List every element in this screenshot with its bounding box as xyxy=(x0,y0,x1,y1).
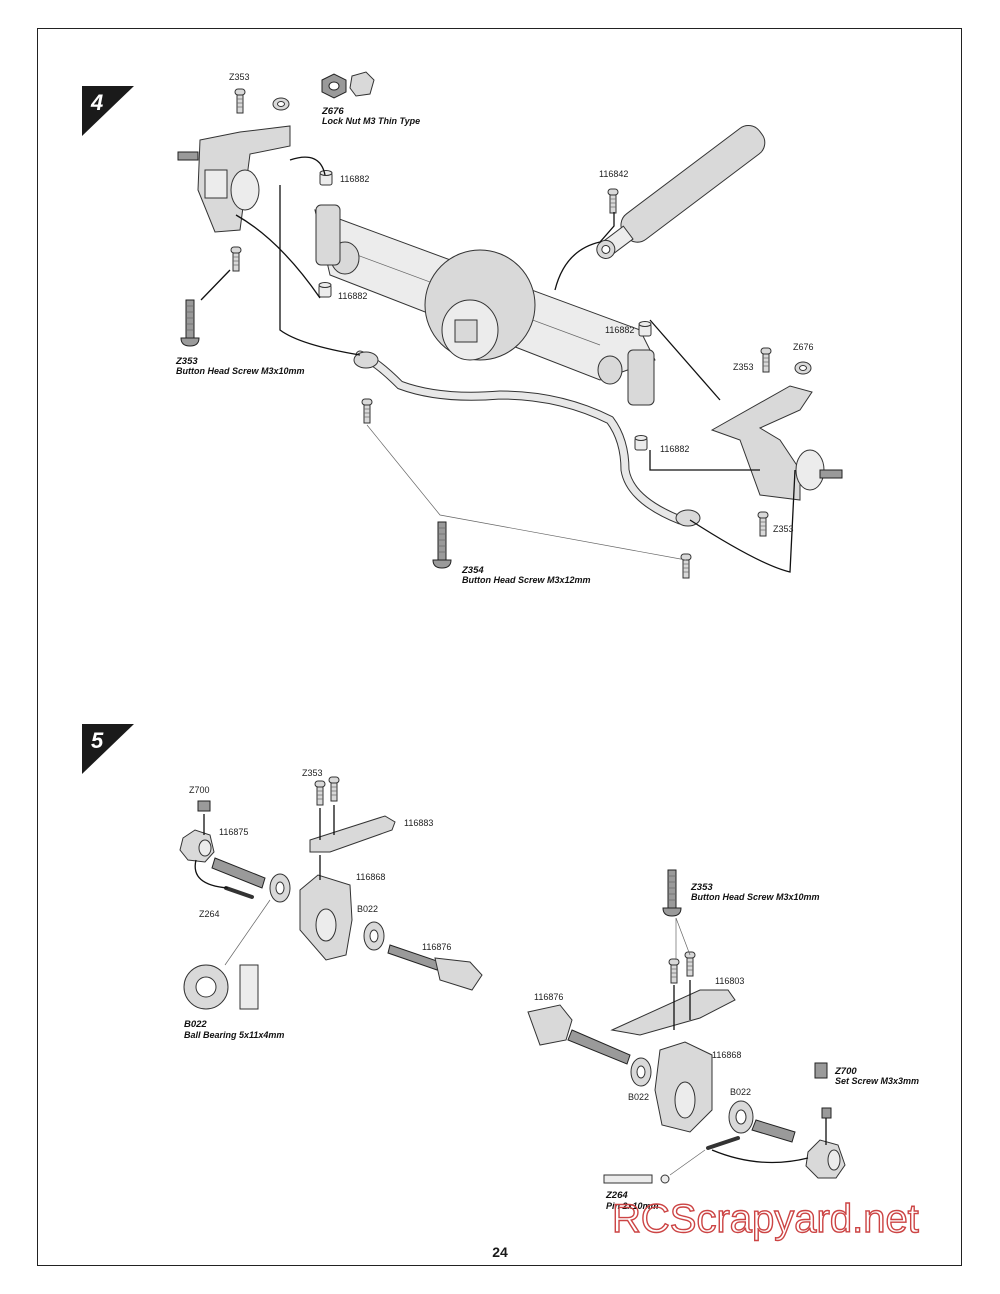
screw-icon xyxy=(432,521,452,569)
step4-number: 4 xyxy=(90,90,103,115)
label-116882-c: 116882 xyxy=(605,325,634,335)
shock-absorber-icon xyxy=(596,125,766,259)
label-z676-right: Z676 xyxy=(793,342,814,352)
label-116803: 116803 xyxy=(715,976,744,986)
screw-icon xyxy=(180,299,200,347)
set-screw-icon xyxy=(197,800,211,812)
screw-icon xyxy=(607,188,619,214)
axle-shaft-icon xyxy=(527,1004,631,1065)
screw-icon xyxy=(314,780,326,806)
label-z353-left-desc: Button Head Screw M3x10mm xyxy=(176,366,305,376)
lock-nut-icon xyxy=(321,71,375,99)
bearing-icon xyxy=(269,873,291,903)
label-z676-top: Z676 xyxy=(321,106,344,117)
bearing-icon xyxy=(728,1100,754,1134)
assembly-leader-lines xyxy=(200,156,796,573)
step4-badge: 4 xyxy=(82,86,134,136)
screw-icon xyxy=(361,398,373,424)
axle-shaft-icon xyxy=(751,1119,796,1143)
label-z354: Z354 xyxy=(461,565,484,576)
label-116882-d: 116882 xyxy=(660,444,689,454)
label-z700-right: Z700 xyxy=(834,1066,857,1077)
label-b022-desc: Ball Bearing 5x11x4mm xyxy=(184,1030,284,1040)
axle-shaft-icon xyxy=(387,944,483,991)
label-z353-right: Z353 xyxy=(733,362,754,372)
bearing-icon xyxy=(630,1057,652,1087)
screw-icon xyxy=(668,958,680,984)
label-116882-b: 116882 xyxy=(338,291,367,301)
label-z676-desc: Lock Nut M3 Thin Type xyxy=(322,116,420,126)
bushing-icon xyxy=(318,282,332,298)
bushing-icon xyxy=(638,321,652,337)
assembly-leader-lines xyxy=(194,805,335,966)
knuckle-icon xyxy=(177,125,291,233)
assembly-leader-lines xyxy=(669,917,827,1176)
label-z353-step5-right-desc: Button Head Screw M3x10mm xyxy=(691,892,820,902)
label-z264-left: Z264 xyxy=(199,909,220,919)
watermark: RCScrapyard.net xyxy=(612,1197,919,1241)
axle-housing-icon xyxy=(314,204,656,406)
label-116868-left: 116868 xyxy=(356,872,385,882)
label-b022-right2: B022 xyxy=(628,1092,649,1102)
axle-shaft-icon xyxy=(211,857,266,889)
screw-icon xyxy=(760,347,772,373)
knuckle-icon xyxy=(299,874,353,961)
pin-icon xyxy=(224,886,254,899)
label-z700-desc: Set Screw M3x3mm xyxy=(835,1076,919,1086)
screw-icon xyxy=(234,88,246,114)
screw-icon xyxy=(684,951,696,977)
screw-icon xyxy=(328,776,340,802)
knuckle-icon xyxy=(654,1041,713,1133)
steering-arm-icon xyxy=(309,815,396,853)
screw-icon xyxy=(757,511,769,537)
step5-number: 5 xyxy=(91,728,104,753)
label-116876-left: 116876 xyxy=(422,942,451,952)
label-116842: 116842 xyxy=(599,169,628,179)
bearing-icon xyxy=(183,964,259,1010)
lock-nut-icon xyxy=(794,361,812,375)
hex-hub-icon xyxy=(179,829,215,863)
bushing-icon xyxy=(319,170,333,186)
set-screw-icon xyxy=(814,1062,832,1119)
label-z353-step5-right: Z353 xyxy=(690,882,713,893)
bearing-icon xyxy=(363,921,385,951)
pin-icon xyxy=(603,1174,670,1184)
label-z354-desc: Button Head Screw M3x12mm xyxy=(462,575,591,585)
label-z353-left: Z353 xyxy=(175,356,198,367)
label-b022-right: B022 xyxy=(730,1087,751,1097)
label-116868-right: 116868 xyxy=(712,1050,741,1060)
knuckle-icon xyxy=(710,385,843,501)
screw-icon xyxy=(680,553,692,579)
label-116876-right: 116876 xyxy=(534,992,563,1002)
label-z353-bottom: Z353 xyxy=(773,524,794,534)
step5-badge: 5 xyxy=(82,724,134,774)
screw-icon xyxy=(230,246,242,272)
page-number: 24 xyxy=(492,1244,508,1260)
label-z353-step5-left: Z353 xyxy=(302,768,323,778)
label-z353-top: Z353 xyxy=(229,72,250,82)
screw-icon xyxy=(662,869,682,917)
label-b022-left: B022 xyxy=(357,904,378,914)
label-116882-a: 116882 xyxy=(340,174,369,184)
label-116883: 116883 xyxy=(404,818,433,828)
label-116875: 116875 xyxy=(219,827,248,837)
label-z264-desc: Pin 2x10mm xyxy=(606,1201,659,1211)
pin-icon xyxy=(706,1136,740,1150)
label-z700-left: Z700 xyxy=(189,785,210,795)
lock-nut-icon xyxy=(272,97,290,111)
label-z264-right: Z264 xyxy=(605,1190,628,1201)
bushing-icon xyxy=(634,435,648,451)
label-b022-big: B022 xyxy=(184,1019,207,1030)
page-frame xyxy=(37,28,962,1266)
hex-hub-icon xyxy=(805,1139,846,1179)
